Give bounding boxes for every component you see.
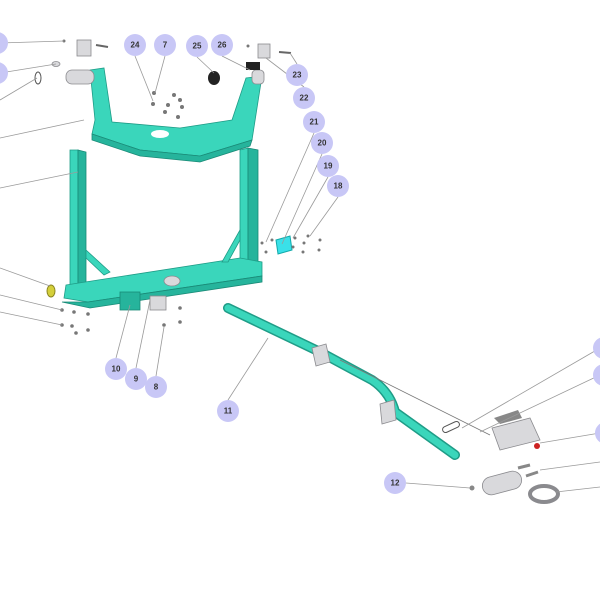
drawbar [223, 303, 491, 460]
callout-23: 23 [286, 64, 308, 86]
callout-10: 10 [105, 358, 127, 380]
callout-label: 25 [193, 42, 202, 51]
callout-8: 8 [145, 376, 167, 398]
coupling-and-eye [469, 410, 560, 504]
callout-11: 11 [217, 400, 239, 422]
callout-circle [317, 155, 339, 177]
edge-callouts [0, 32, 600, 443]
callout-label: 10 [112, 365, 121, 374]
callout-20: 20 [311, 132, 333, 154]
callout-circle [217, 400, 239, 422]
callout-19: 19 [317, 155, 339, 177]
callout-24: 24 [124, 34, 146, 56]
main-frame [61, 147, 263, 311]
callout-label: 9 [134, 375, 139, 384]
callout-label: 21 [310, 118, 319, 127]
callout-label: 7 [163, 41, 168, 50]
callout-9: 9 [125, 368, 147, 390]
callout-7: 7 [154, 34, 176, 56]
callout-21: 21 [303, 111, 325, 133]
callout-circle [286, 64, 308, 86]
callout-circle [211, 34, 233, 56]
callout-circle [124, 34, 146, 56]
callout-label: 26 [218, 41, 227, 50]
callout-circle [186, 35, 208, 57]
callout-label: 24 [131, 41, 140, 50]
callout-circle [327, 175, 349, 197]
callout-label: 23 [293, 71, 302, 80]
callout-26: 26 [211, 34, 233, 56]
callout-circle [145, 376, 167, 398]
callout-circle [303, 111, 325, 133]
small-parts-top [34, 39, 292, 119]
callout-12: 12 [384, 472, 406, 494]
callout-label: 22 [300, 94, 309, 103]
callout-18: 18 [327, 175, 349, 197]
callout-label: 20 [318, 139, 327, 148]
callout-circle [105, 358, 127, 380]
leader-lines [0, 40, 600, 493]
callout-circle [154, 34, 176, 56]
callout-label: 12 [391, 479, 400, 488]
callout-25: 25 [186, 35, 208, 57]
callout-label: 19 [324, 162, 333, 171]
callout-circle [311, 132, 333, 154]
callout-22: 22 [293, 87, 315, 109]
callout-label: 8 [154, 383, 159, 392]
callouts: 24 7 25 26 23 22 21 20 19 18 10 9 8 11 12 [105, 34, 406, 494]
upper-yoke-frame [65, 62, 265, 163]
callout-label: 18 [334, 182, 343, 191]
callout-circle [384, 472, 406, 494]
callout-circle [125, 368, 147, 390]
callout-label: 11 [224, 407, 233, 416]
callout-circle [293, 87, 315, 109]
